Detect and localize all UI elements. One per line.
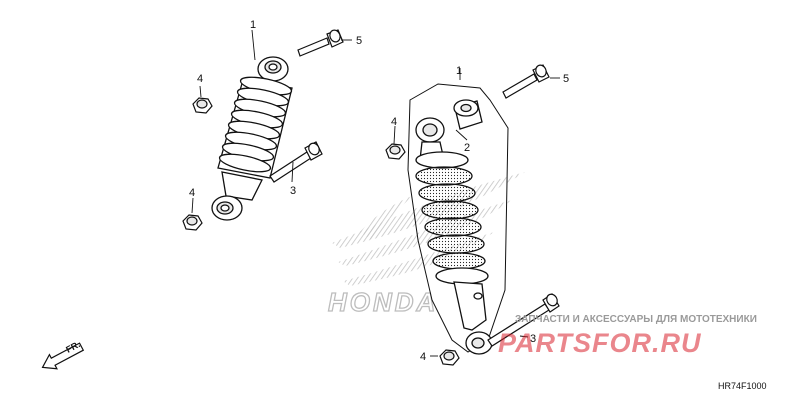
callout-1-right: 1: [456, 65, 462, 77]
honda-brand-watermark: HONDA: [328, 287, 438, 317]
callout-3-left: 3: [290, 185, 296, 197]
site-name-watermark: PARTSFOR.RU: [498, 328, 702, 358]
site-caption-watermark: ЗАПЧАСТИ И АКСЕССУАРЫ ДЛЯ МОТОТЕХНИКИ: [515, 314, 757, 325]
bolt-3-right: [487, 293, 560, 347]
callout-5-right: 5: [563, 73, 569, 85]
callout-5-left: 5: [356, 35, 362, 47]
nut-4-left-top: [192, 97, 213, 114]
right-shock-absorber: [415, 117, 493, 355]
diagram-code: HR74F1000: [718, 381, 767, 391]
right-spring-coils: [415, 151, 489, 285]
nut-4-right-mid: [385, 143, 406, 160]
callout-2: 2: [464, 142, 470, 154]
callout-3-right: 3: [530, 333, 536, 345]
nut-4-right-bottom: [439, 349, 460, 366]
callout-1-left: 1: [250, 19, 256, 31]
leader-lines: [191, 29, 560, 357]
front-direction-arrow-icon: [41, 342, 85, 370]
callout-4-left-top: 4: [197, 73, 203, 85]
bolt-5-left: [297, 29, 344, 57]
bolt-3-left: [269, 141, 323, 183]
bolt-5-right: [502, 64, 550, 99]
nut-4-left-bottom: [182, 214, 203, 231]
left-spring-coils: [218, 76, 293, 173]
callout-4-left-bottom: 4: [189, 187, 195, 199]
bushing-collar: [453, 99, 483, 130]
callout-4-right-mid: 4: [391, 116, 397, 128]
callout-4-right-bottom: 4: [420, 351, 426, 363]
left-shock-absorber: [211, 56, 293, 221]
